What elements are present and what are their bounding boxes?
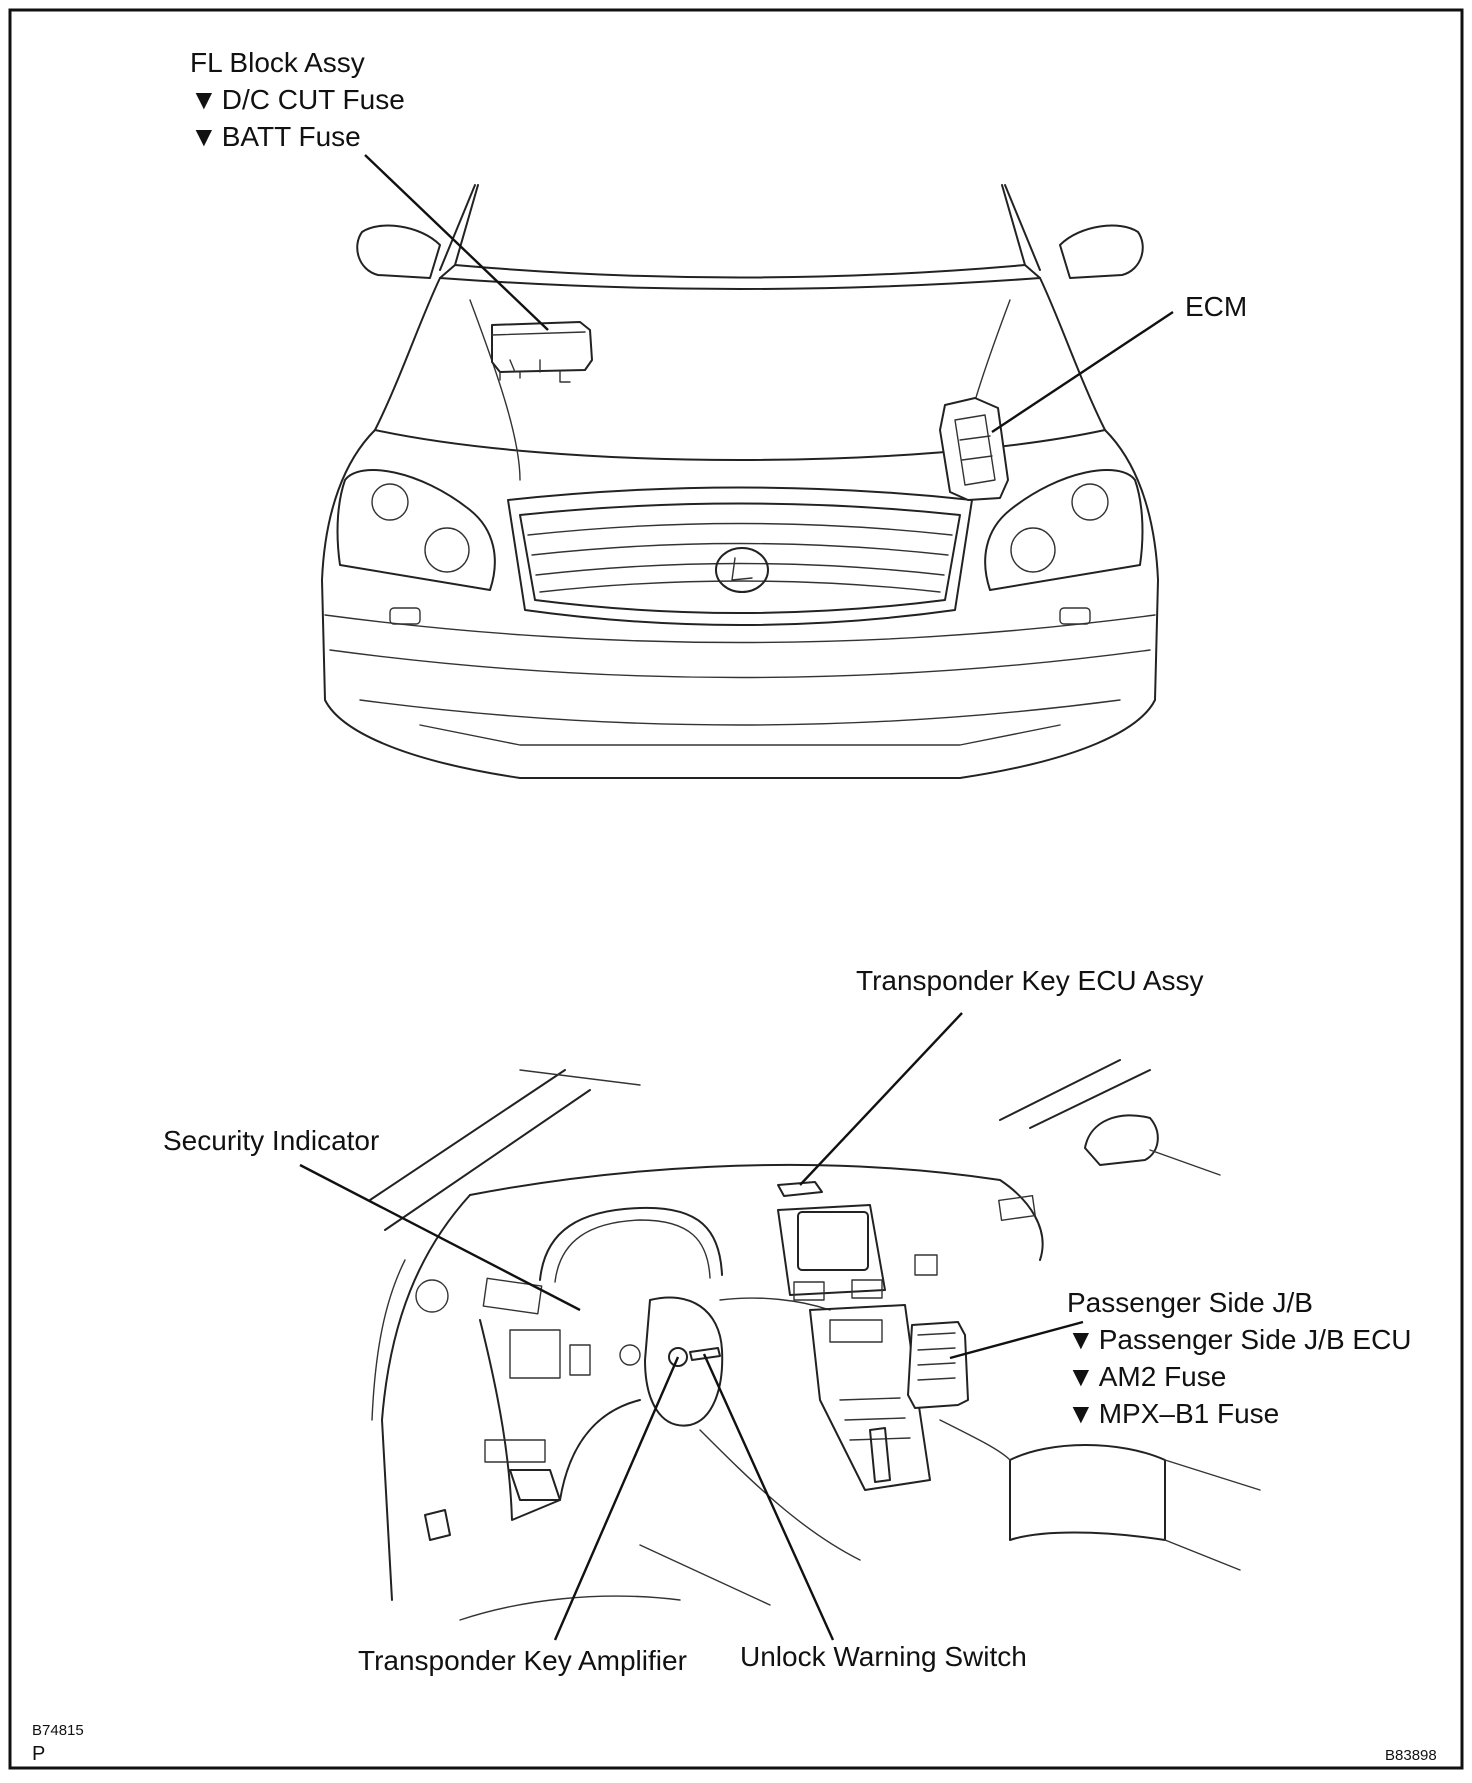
left-a-pillar	[439, 184, 479, 271]
dc-cut-fuse-label: ▼D/C CUT Fuse	[190, 84, 405, 115]
dash-top	[469, 1163, 1044, 1261]
transponder-ecu-label: Transponder Key ECU Assy	[856, 965, 1204, 996]
steering-wheel-hub	[644, 1296, 724, 1427]
vent-left	[482, 1277, 543, 1315]
right-a-pillar	[1001, 184, 1041, 271]
left-headlight-lamp-1	[371, 483, 409, 521]
pillar-trim	[519, 1069, 641, 1086]
ecm-leader	[991, 310, 1174, 434]
vent-center-right	[851, 1279, 883, 1299]
hood-crease-left	[469, 299, 521, 481]
lower-intake	[419, 724, 1061, 746]
passenger-jb-component	[907, 1321, 969, 1409]
frame-border	[8, 8, 1464, 1770]
center-console	[809, 1304, 931, 1491]
grille-outer	[507, 486, 973, 626]
triangle-marker-icon: ▼	[1067, 1398, 1095, 1429]
door-line	[1149, 1149, 1221, 1176]
figure-code-right: B83898	[1385, 1747, 1437, 1764]
cluster-inner	[554, 1219, 711, 1283]
bumper-line-2	[329, 649, 1151, 679]
bumper-line-3	[359, 699, 1121, 726]
left-mirror	[356, 224, 441, 279]
navigation-screen	[797, 1211, 869, 1271]
shift-lever	[869, 1427, 891, 1483]
right-mirror	[1059, 224, 1144, 279]
body-outline	[321, 429, 1159, 779]
left-headlight	[336, 469, 496, 591]
jb-fuse-rows	[917, 1332, 956, 1381]
fl-block-label: FL Block Assy	[190, 47, 365, 78]
pedal-accel	[424, 1509, 451, 1541]
unlock-switch-leader	[702, 1353, 835, 1641]
triangle-marker-icon: ▼	[190, 84, 218, 115]
triangle-marker-icon: ▼	[1067, 1324, 1095, 1355]
grille-bars	[527, 522, 953, 593]
lower-dash-left	[479, 1319, 641, 1521]
unlock-switch-label: Unlock Warning Switch	[740, 1641, 1027, 1672]
center-stack-top	[777, 1204, 886, 1296]
cowl	[439, 264, 1041, 290]
figure-code-left: B74815	[32, 1722, 84, 1739]
armrest	[1009, 1444, 1166, 1541]
lower-switch-bank	[484, 1439, 546, 1463]
knob-left	[619, 1344, 641, 1366]
vent-center-left	[793, 1281, 825, 1301]
am2-fuse-label: ▼AM2 Fuse	[1067, 1361, 1226, 1392]
fl-block-component	[491, 321, 593, 383]
switch-panel	[509, 1329, 561, 1379]
right-headlight-lamp-2	[1010, 527, 1056, 573]
ecm-label: ECM	[1185, 291, 1247, 322]
emblem-mark	[731, 557, 753, 581]
console-side	[939, 1419, 1011, 1461]
passenger-jb-label: Passenger Side J/B	[1067, 1287, 1313, 1318]
hood	[374, 277, 1106, 461]
transponder-ecu-leader	[799, 1012, 963, 1186]
left-door-pillar	[381, 1194, 471, 1601]
console-switches	[839, 1397, 911, 1441]
transponder-amp-leader	[553, 1356, 680, 1641]
emblem	[715, 547, 769, 593]
passenger-jb-ecu-label: ▼Passenger Side J/B ECU	[1067, 1324, 1412, 1355]
left-door-inner	[371, 1259, 406, 1421]
ecm-component	[939, 397, 1009, 501]
grille-inner	[519, 502, 961, 614]
left-fog-lamp	[389, 607, 421, 625]
right-fog-lamp	[1059, 607, 1091, 625]
right-a-pillar-interior	[999, 1059, 1151, 1129]
mpx-b1-fuse-label: ▼MPX–B1 Fuse	[1067, 1398, 1279, 1429]
switch-small	[569, 1344, 591, 1376]
seat-lines	[1164, 1459, 1261, 1571]
security-indicator-label: Security Indicator	[163, 1125, 379, 1156]
floor-line-left	[459, 1595, 681, 1621]
figure-letter-left: P	[32, 1743, 45, 1765]
floor-line-center	[639, 1544, 771, 1606]
pedal-brake	[509, 1469, 561, 1501]
vent-side-left	[415, 1279, 449, 1313]
cluster-hood	[539, 1206, 723, 1281]
right-headlight-lamp-1	[1071, 483, 1109, 521]
left-headlight-lamp-2	[424, 527, 470, 573]
right-headlight	[984, 469, 1144, 591]
security-indicator-leader	[299, 1163, 581, 1312]
passenger-jb-leader	[949, 1320, 1084, 1360]
side-mirror-interior	[1084, 1114, 1159, 1166]
batt-fuse-label: ▼BATT Fuse	[190, 121, 361, 152]
audio-unit	[829, 1319, 883, 1343]
floor-line-tunnel	[699, 1429, 861, 1561]
bumper-line-1	[324, 614, 1156, 644]
triangle-marker-icon: ▼	[190, 121, 218, 152]
transponder-amp-label: Transponder Key Amplifier	[358, 1645, 687, 1676]
left-a-pillar-interior	[369, 1069, 591, 1231]
triangle-marker-icon: ▼	[1067, 1361, 1095, 1392]
passenger-dash-knob	[914, 1254, 938, 1276]
fl-block-leader	[364, 154, 549, 331]
vent-right	[998, 1195, 1036, 1221]
steering-column	[719, 1297, 831, 1311]
car-front-view	[321, 184, 1159, 779]
